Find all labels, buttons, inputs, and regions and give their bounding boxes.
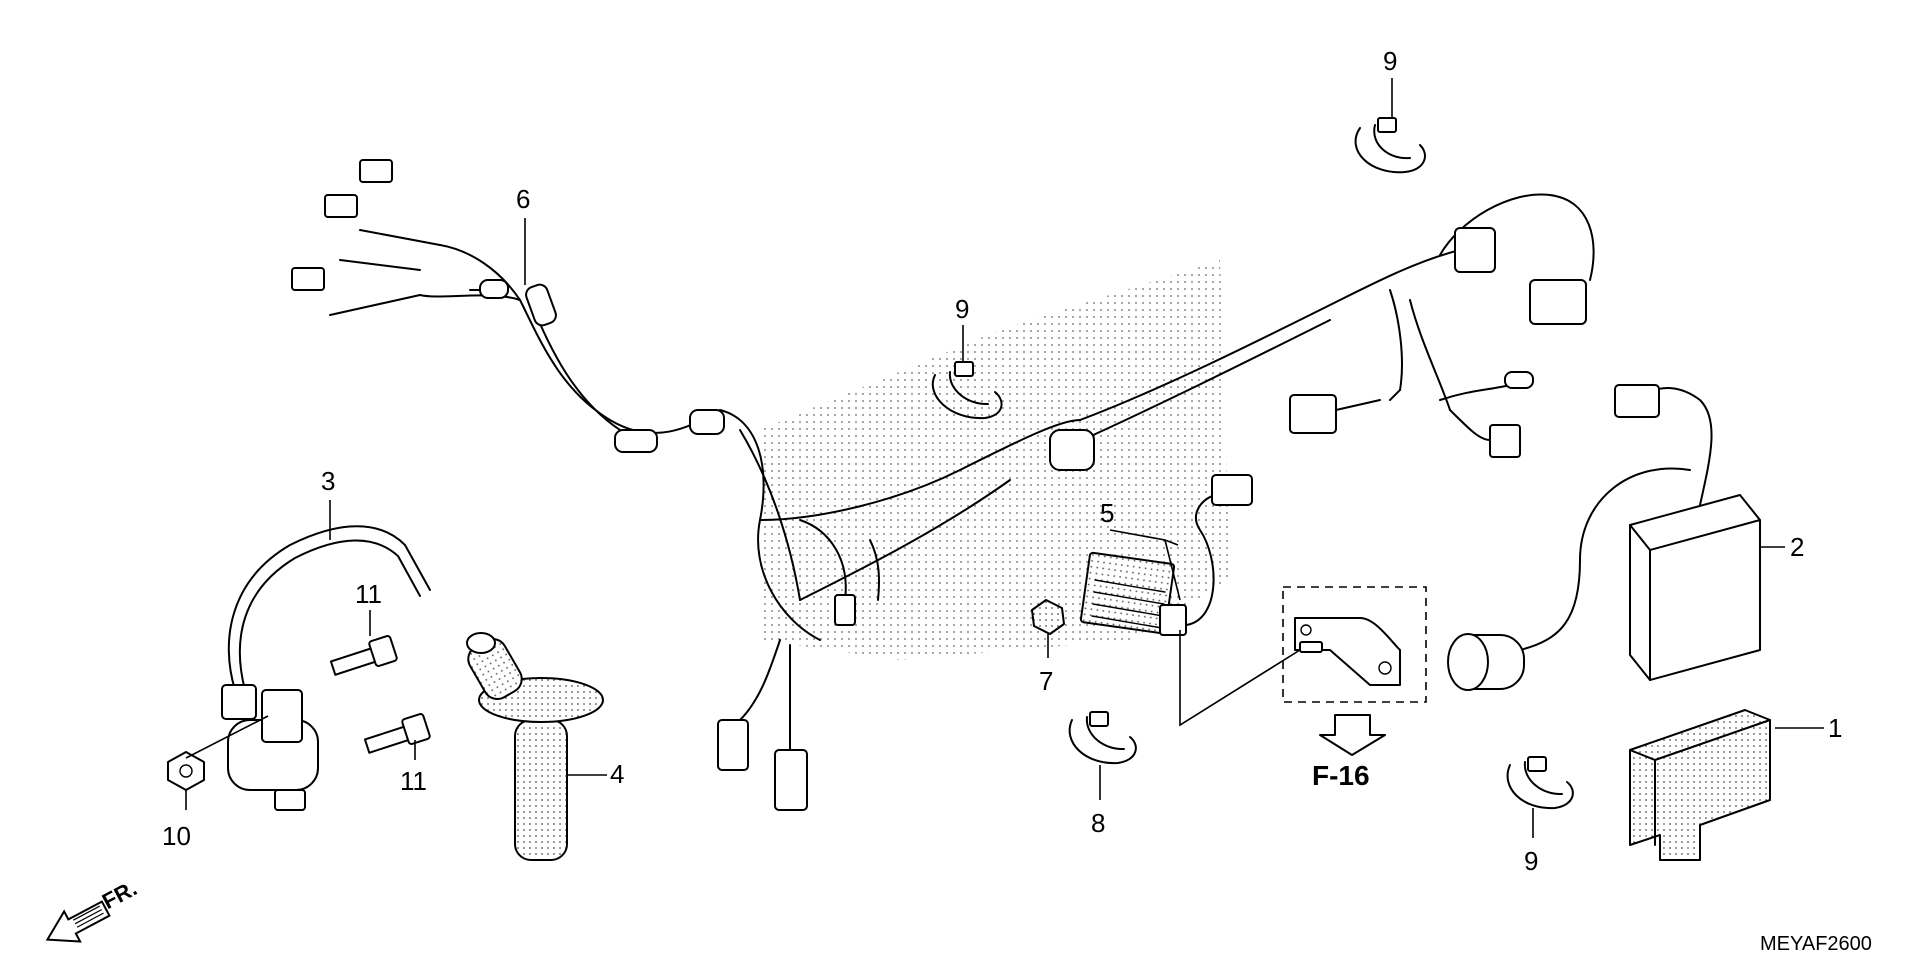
- regulator-rectifier: [1079, 474, 1253, 636]
- callout-11-upper: 11: [355, 579, 382, 609]
- cdi-unit: [1447, 384, 1761, 691]
- callout-9-lower: 9: [1524, 846, 1538, 876]
- nut-left: [167, 751, 205, 791]
- ignition-coil: [221, 525, 431, 811]
- callout-9-middle: 9: [955, 294, 969, 324]
- callout-7: 7: [1039, 666, 1053, 696]
- reference-arrow-icon: [1319, 714, 1386, 756]
- callout-1: 1: [1828, 713, 1842, 743]
- callout-9-top: 9: [1383, 46, 1397, 76]
- diagram-code: MEYAF2600: [1760, 933, 1872, 955]
- callout-4: 4: [610, 759, 624, 789]
- bolt-upper: [329, 635, 398, 676]
- callout-8: 8: [1091, 808, 1105, 838]
- wire-band-part8: [1068, 711, 1137, 765]
- wire-band-lower-right: [1506, 756, 1574, 810]
- cdi-holder: [1629, 709, 1771, 861]
- callout-10: 10: [162, 821, 191, 851]
- callout-3: 3: [321, 466, 335, 496]
- reference-bracket-box: [1282, 586, 1427, 703]
- wire-band-middle: [932, 361, 1003, 420]
- callout-5: 5: [1100, 498, 1114, 528]
- bolt-lower: [363, 713, 431, 754]
- main-wire-harness: [291, 159, 1595, 811]
- nut-center: [1031, 599, 1065, 635]
- callout-2: 2: [1790, 532, 1804, 562]
- callout-6: 6: [516, 184, 530, 214]
- wire-band-top: [1354, 117, 1426, 174]
- spark-plug-cap: [466, 632, 604, 861]
- reference-label[interactable]: F-16: [1312, 760, 1370, 791]
- front-direction-arrow-icon: [45, 900, 111, 943]
- callout-11-lower: 11: [400, 766, 427, 796]
- callout-leaders: [185, 78, 1824, 838]
